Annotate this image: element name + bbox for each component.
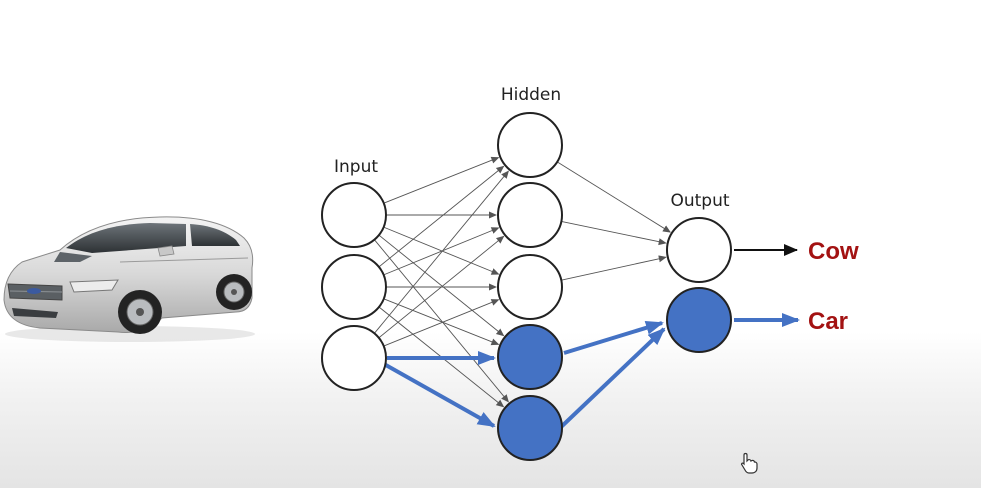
edge-input-hidden <box>374 170 509 334</box>
hidden-node <box>497 112 563 178</box>
hidden-node <box>497 254 563 320</box>
hidden-output-connections <box>556 161 671 281</box>
edge-input-hidden <box>374 239 509 403</box>
hidden-layer-label: Hidden <box>501 85 561 105</box>
output-layer-label: Output <box>670 191 729 211</box>
input-node <box>321 325 387 391</box>
edge-input-hidden <box>383 299 500 347</box>
edge-input-hidden <box>383 298 500 346</box>
edge-input-hidden <box>383 156 500 204</box>
output-label-cow: Cow <box>808 238 859 265</box>
hand-pointer-icon <box>741 452 758 474</box>
output-layer <box>666 217 732 353</box>
car-image <box>3 216 255 342</box>
input-node <box>321 182 387 248</box>
hidden-node-active <box>497 324 563 390</box>
input-layer-label: Input <box>334 157 378 177</box>
highlight-edge-hidden4-output2 <box>563 320 664 355</box>
edge-input-hidden <box>383 227 500 276</box>
edge-hidden-output <box>561 221 667 246</box>
hidden-node <box>497 182 563 248</box>
edge-hidden-output <box>556 161 671 233</box>
input-layer <box>321 182 387 391</box>
output-node-cow <box>666 217 732 283</box>
output-label-car: Car <box>808 308 848 335</box>
edge-hidden-output <box>561 255 667 281</box>
highlight-edge-hidden5-output2 <box>558 327 666 430</box>
hidden-layer <box>497 112 563 461</box>
edge-input-hidden <box>378 235 505 339</box>
input-hidden-connections <box>374 156 509 408</box>
edge-input-hidden <box>383 226 500 275</box>
hidden-node-active <box>497 395 563 461</box>
edge-input-hidden <box>378 165 505 268</box>
output-node-car <box>666 287 732 353</box>
highlighted-path <box>383 313 800 430</box>
edge-input-hidden <box>378 234 505 337</box>
highlight-edge-input3-hidden5 <box>383 362 496 428</box>
input-node <box>321 254 387 320</box>
